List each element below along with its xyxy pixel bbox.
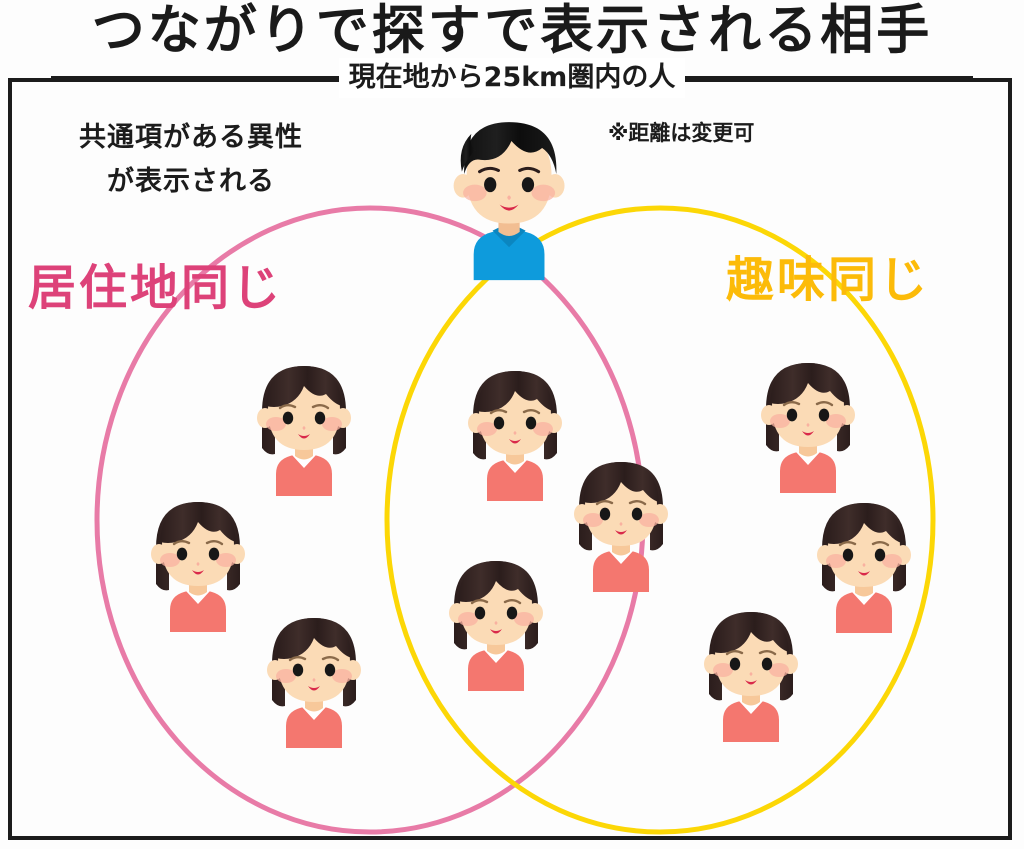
note-left-line2: が表示される: [107, 166, 275, 197]
avatar-girl: [808, 493, 920, 633]
avatar-girl: [752, 353, 864, 493]
page-title: つながりで探すで表示される相手: [91, 0, 933, 61]
note-distance-editable: ※距離は変更可: [608, 121, 755, 145]
venn-label-right: 趣味同じ: [726, 252, 931, 308]
avatar-girl: [258, 608, 370, 748]
avatar-boy: [443, 115, 575, 281]
avatar-girl: [142, 492, 254, 632]
avatar-girl: [248, 356, 360, 496]
avatar-girl: [695, 602, 807, 742]
note-left-line1: 共通項がある異性: [79, 122, 303, 153]
avatar-girl: [565, 452, 677, 592]
note-left: 共通項がある異性 が表示される: [26, 116, 356, 204]
venn-label-left: 居住地同じ: [28, 260, 284, 316]
avatar-girl: [459, 361, 571, 501]
avatar-girl: [440, 551, 552, 691]
